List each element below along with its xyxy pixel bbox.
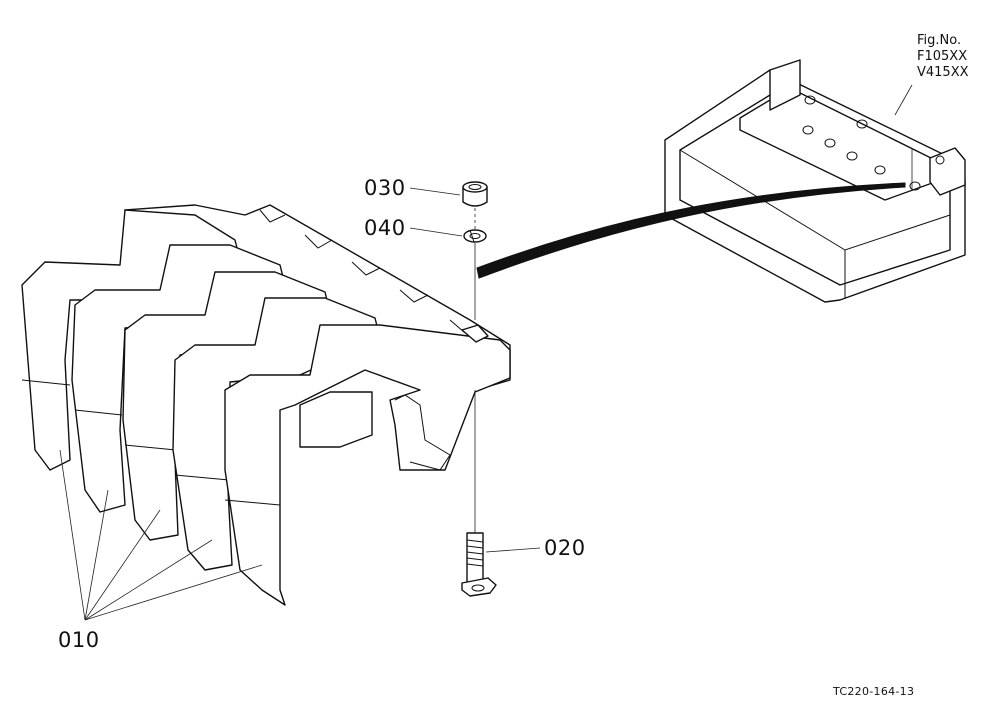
weight-bracket-frame <box>664 59 966 303</box>
leader-lines <box>59 187 541 621</box>
drawing-code: TC220-164-13 <box>833 685 915 698</box>
fig-code-2: V415XX <box>917 65 969 80</box>
reference-arrow <box>476 182 906 279</box>
figure-number-block: Fig.No. F105XX V415XX <box>917 33 969 81</box>
fig-label: Fig.No. <box>917 33 962 48</box>
lock-washer <box>463 229 487 243</box>
bolt <box>461 532 497 597</box>
callout-040: 040 <box>364 216 406 240</box>
fig-code-1: F105XX <box>917 49 968 64</box>
nut <box>462 181 488 207</box>
callout-030: 030 <box>364 176 406 200</box>
callout-010: 010 <box>58 628 100 652</box>
callout-020: 020 <box>544 536 586 560</box>
weight-stack <box>21 204 511 606</box>
